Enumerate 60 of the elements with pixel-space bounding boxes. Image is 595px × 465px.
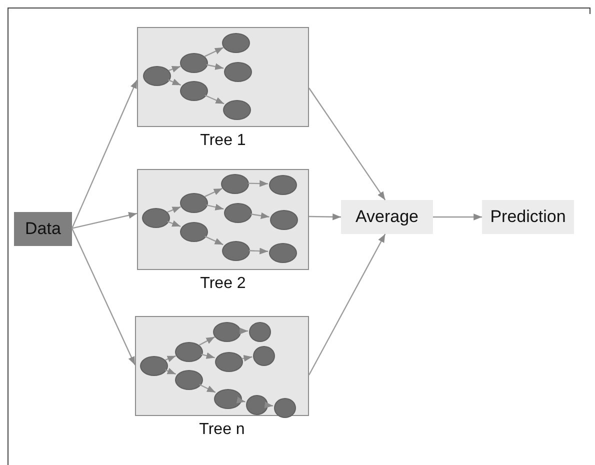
arrow: [248, 248, 268, 254]
tree-node-ellipse: [274, 398, 296, 418]
tree-node-ellipse: [249, 322, 271, 342]
tree-node-ellipse: [143, 66, 171, 86]
tree-node-ellipse: [175, 342, 203, 362]
tree-node-ellipse: [142, 208, 170, 228]
arrow: [433, 214, 482, 220]
arrow: [242, 354, 252, 362]
tree-label: Tree n: [198, 421, 246, 439]
tree-node-ellipse: [246, 395, 268, 415]
arrow: [204, 188, 222, 198]
process-box: Average: [341, 200, 433, 234]
tree-node-ellipse: [180, 222, 208, 242]
arrow: [206, 63, 224, 70]
arrow: [165, 355, 176, 362]
tree-node-ellipse: [221, 174, 249, 194]
arrow: [168, 78, 182, 86]
tree-node-ellipse: [222, 33, 250, 53]
tree-node-ellipse: [224, 62, 252, 82]
arrow: [204, 236, 224, 246]
tree-node-ellipse: [215, 352, 243, 372]
arrow: [308, 234, 386, 376]
tree-node-ellipse: [180, 193, 208, 213]
arrow: [199, 336, 215, 346]
arrow: [167, 206, 181, 214]
tree-label: Tree 2: [199, 275, 247, 293]
arrow: [250, 212, 270, 219]
arrow: [204, 94, 224, 104]
arrow: [206, 204, 224, 210]
tree-node-ellipse: [223, 100, 251, 120]
tree-node-ellipse: [270, 210, 298, 230]
arrow: [248, 180, 268, 187]
arrow: [204, 47, 224, 57]
tree-node-ellipse: [213, 322, 241, 342]
arrow: [165, 368, 176, 375]
data-box: Data: [14, 212, 72, 246]
tree-node-ellipse: [180, 81, 208, 101]
tree-node-ellipse: [180, 53, 208, 73]
arrow: [71, 80, 138, 229]
arrow: [168, 66, 181, 72]
tree-node-ellipse: [269, 175, 297, 195]
tree-node-ellipse: [140, 356, 168, 376]
tree-node-ellipse: [175, 370, 203, 390]
arrow: [308, 214, 342, 220]
tree-node-ellipse: [253, 346, 275, 366]
arrow: [264, 402, 274, 408]
tree-node-ellipse: [224, 203, 252, 223]
arrow: [72, 212, 138, 229]
tree-node-ellipse: [222, 241, 250, 261]
arrow: [308, 88, 386, 200]
arrow: [201, 352, 215, 359]
arrow: [236, 396, 246, 404]
process-box: Prediction: [482, 200, 574, 234]
arrow: [199, 384, 216, 393]
arrow: [240, 328, 248, 334]
tree-node-ellipse: [214, 389, 242, 409]
arrow: [167, 220, 181, 227]
arrow: [71, 228, 136, 366]
tree-node-ellipse: [269, 243, 297, 263]
tree-label: Tree 1: [199, 132, 247, 150]
